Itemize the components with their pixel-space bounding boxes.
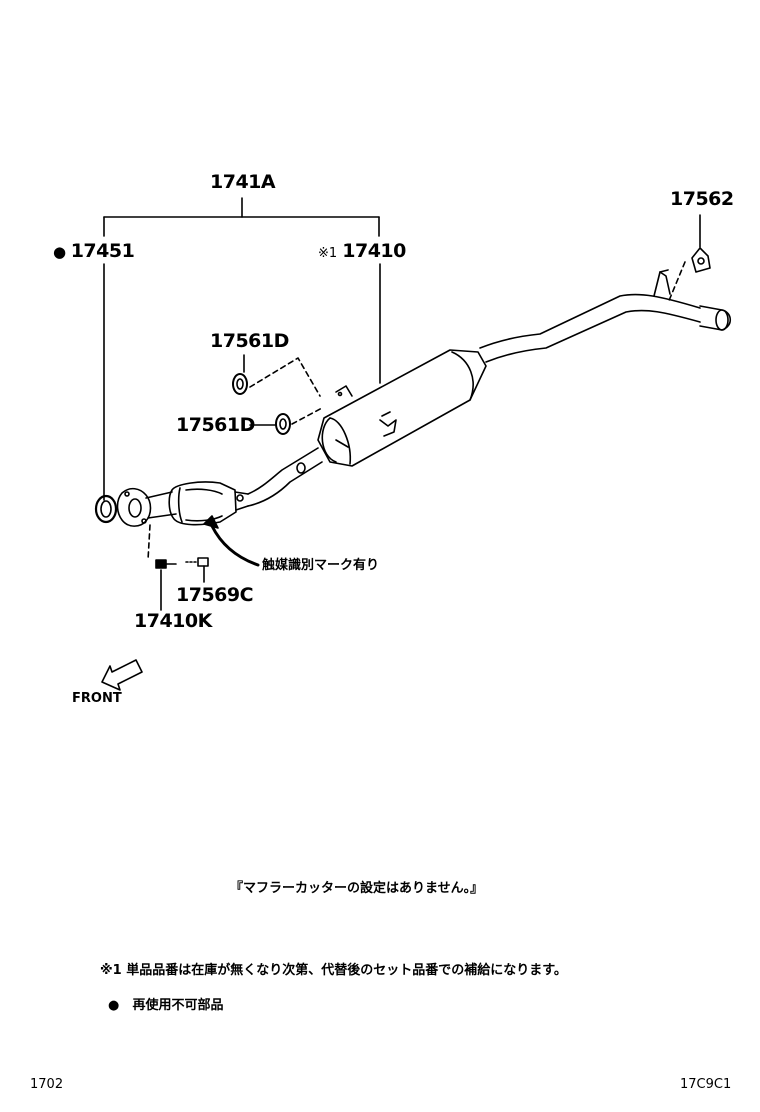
- leader-lines: [103, 214, 701, 611]
- label-17451: 17451: [70, 240, 135, 262]
- mount-17561d-upper: [232, 373, 248, 395]
- label-group-17451: ● 17451: [53, 240, 135, 262]
- label-17562: 17562: [670, 188, 734, 210]
- catalyst-callout-arrow: [203, 515, 260, 567]
- catalyst-mark-callout: 触媒識別マーク有り: [262, 558, 380, 573]
- main-muffler: [317, 349, 487, 467]
- bolt-17410k: [155, 559, 177, 569]
- middle-pipe: [247, 447, 323, 507]
- reuse-dot-marker: ●: [53, 243, 66, 261]
- gasket-17451: [94, 494, 118, 524]
- hanger-17562: [691, 247, 711, 273]
- front-flange: [116, 487, 152, 527]
- label-1741a: 1741A: [210, 171, 276, 193]
- note-1: ※1 単品品番は在庫が無くなり次第、代替後のセット品番での補給になります。: [100, 963, 567, 978]
- reuse-legend-text: 再使用不可部品: [132, 998, 224, 1013]
- footer-right-code: 17C9C1: [680, 1077, 732, 1092]
- mount-17561d-lower: [275, 413, 291, 435]
- note1-marker: ※1: [318, 246, 338, 261]
- assembly-bracket-1741a: [103, 197, 380, 237]
- footer-left-code: 1702: [30, 1077, 64, 1092]
- label-17561d-upper: 17561D: [210, 330, 289, 352]
- note-reuse: ● 再使用不可部品: [108, 994, 223, 1013]
- label-group-17410: ※1 17410: [318, 242, 406, 261]
- label-17561d-lower: 17561D: [176, 414, 255, 436]
- note-cutter: 『マフラーカッターの設定はありません。』: [230, 881, 484, 896]
- label-17410k: 17410K: [134, 610, 212, 632]
- nut-17569c: [185, 557, 209, 567]
- tail-pipe: [479, 269, 732, 363]
- front-arrow-icon: [101, 659, 143, 691]
- label-17410: 17410: [342, 240, 406, 262]
- dashed-leaders: [147, 261, 686, 561]
- catalytic-converter: [168, 481, 249, 526]
- reuse-dot-legend: ●: [108, 998, 120, 1013]
- label-17569c: 17569C: [176, 584, 254, 606]
- front-label: FRONT: [72, 691, 122, 706]
